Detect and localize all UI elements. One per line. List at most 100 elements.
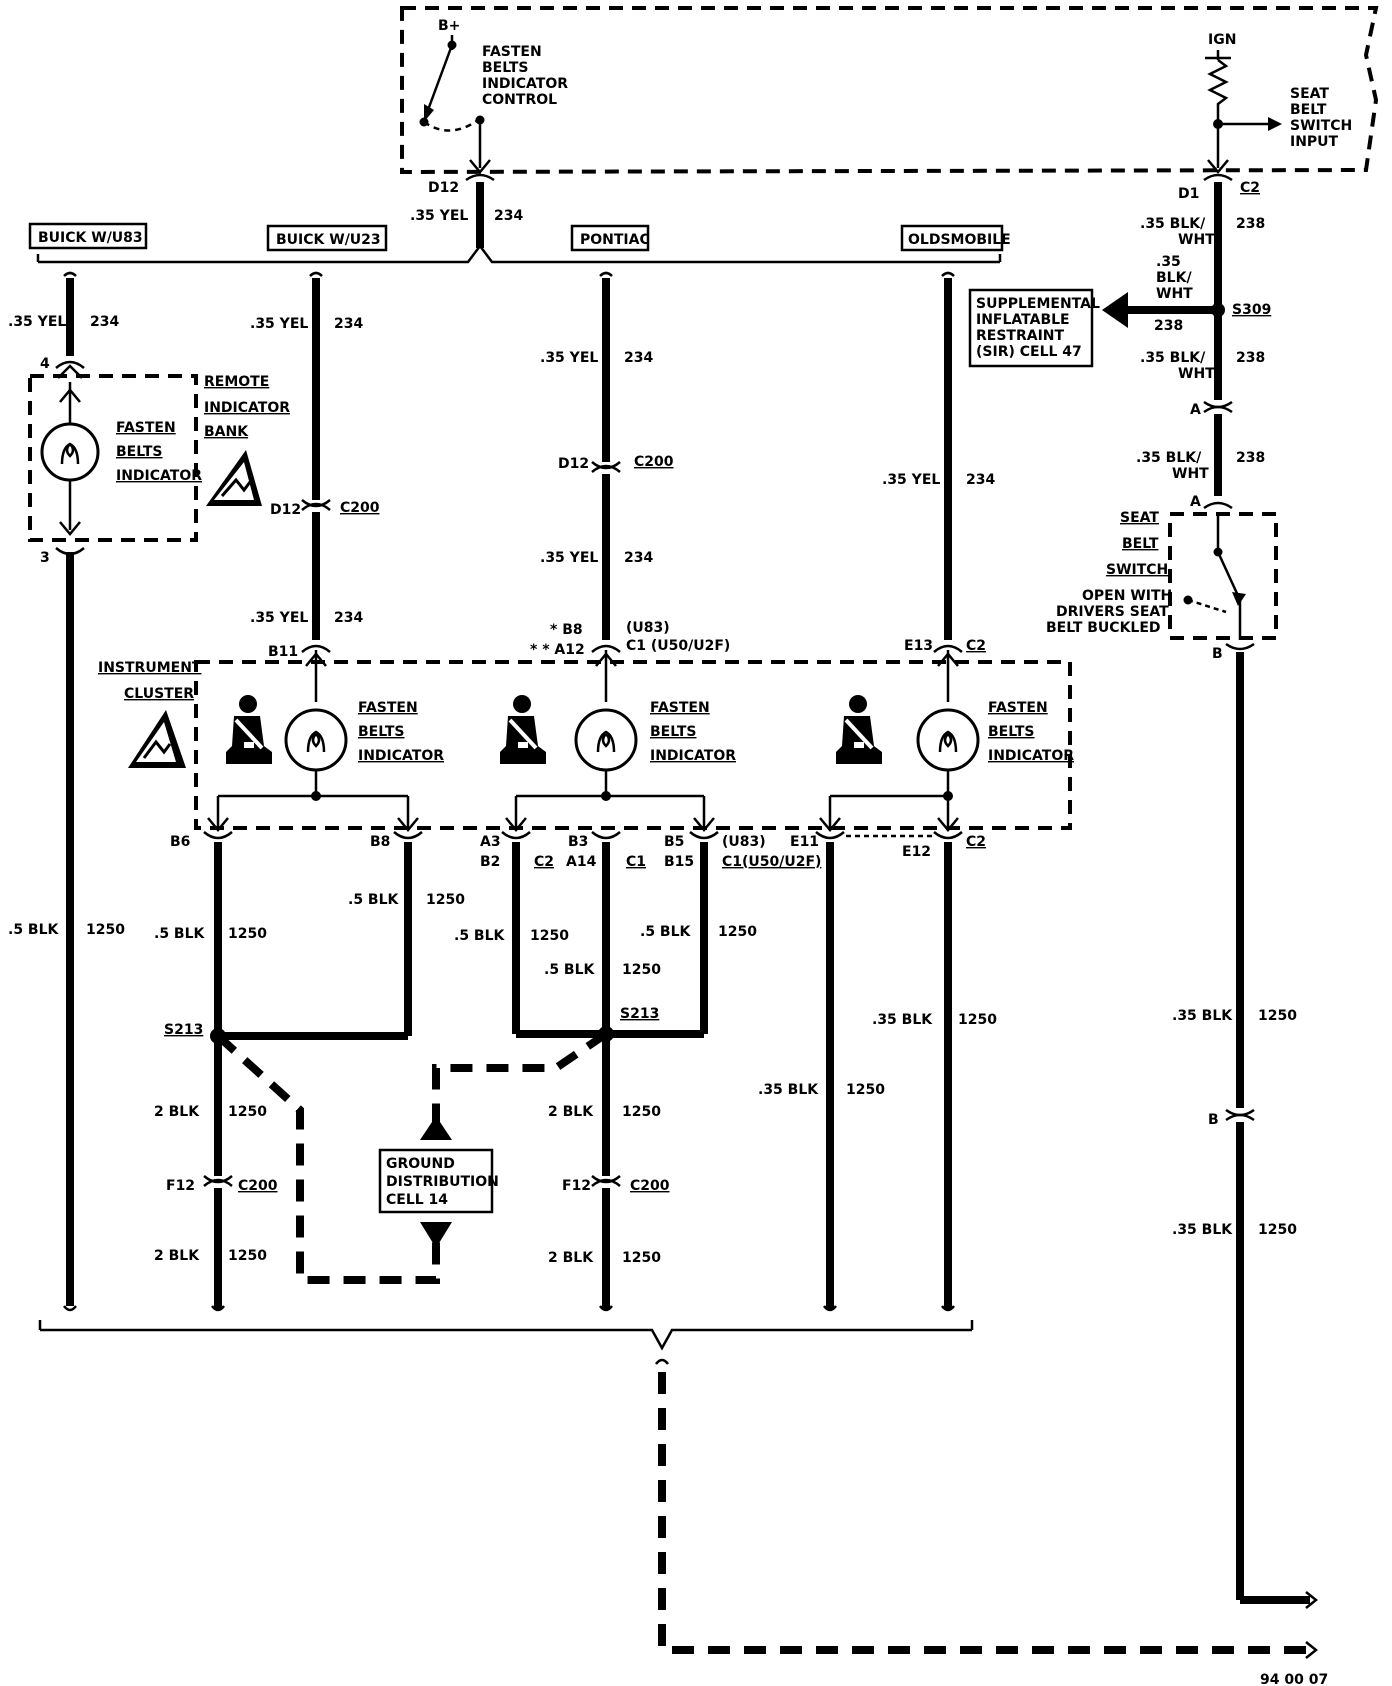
svg-text:1250: 1250: [1258, 1008, 1297, 1024]
svg-text:2 BLK: 2 BLK: [548, 1104, 594, 1120]
svg-text:S213: S213: [164, 1022, 203, 1038]
svg-text:CONTROL: CONTROL: [482, 92, 557, 108]
svg-text:INDICATOR: INDICATOR: [358, 748, 444, 764]
variant-pontiac: PONTIAC: [580, 232, 650, 248]
main-wire-circuit: 234: [494, 208, 523, 224]
svg-text:INDICATOR: INDICATOR: [650, 748, 736, 764]
svg-text:GROUND: GROUND: [386, 1156, 455, 1172]
rc-wire2-circuit: 238: [1236, 350, 1265, 366]
svg-text:BELTS: BELTS: [116, 444, 162, 460]
svg-text:BELTS: BELTS: [482, 60, 528, 76]
pontiac-column: .35 YEL 234 D12 C200 .35 YEL 234 * B8 * …: [530, 271, 730, 658]
top-module: B+ FASTEN BELTS INDICATOR CONTROL IGN SE…: [400, 6, 1379, 175]
cluster-lamp-2: FASTEN BELTS INDICATOR: [500, 650, 736, 832]
svg-text:1250: 1250: [622, 962, 661, 978]
svg-text:BELT: BELT: [1122, 536, 1159, 552]
svg-text:B8: B8: [370, 834, 390, 850]
svg-text:D12: D12: [558, 456, 589, 472]
svg-text:CELL 14: CELL 14: [386, 1192, 448, 1208]
svg-text:INPUT: INPUT: [1290, 134, 1339, 150]
oldsmobile-column: .35 YEL 234 E13 C2: [882, 271, 995, 654]
svg-text:SWITCH: SWITCH: [1290, 118, 1352, 134]
svg-text:.5 BLK: .5 BLK: [8, 922, 60, 938]
variant-oldsmobile: OLDSMOBILE: [908, 232, 1011, 248]
svg-text:BANK: BANK: [204, 424, 249, 440]
rc-conn-b: B: [1212, 646, 1223, 662]
svg-text:234: 234: [624, 550, 653, 566]
rc-splice: S309: [1232, 302, 1271, 318]
svg-text:1250: 1250: [228, 1248, 267, 1264]
svg-text:BELT BUCKLED: BELT BUCKLED: [1046, 620, 1161, 636]
svg-text:BLK/: BLK/: [1156, 270, 1192, 286]
svg-text:1250: 1250: [1258, 1222, 1297, 1238]
svg-text:C200: C200: [630, 1178, 670, 1194]
svg-text:S213: S213: [620, 1006, 659, 1022]
svg-text:2 BLK: 2 BLK: [548, 1250, 594, 1266]
svg-text:INDICATOR: INDICATOR: [482, 76, 568, 92]
svg-text:4: 4: [40, 356, 50, 372]
ign-label: IGN: [1208, 32, 1236, 48]
svg-text:OPEN WITH: OPEN WITH: [1082, 588, 1172, 604]
svg-text:WHT: WHT: [1178, 232, 1215, 248]
svg-text:INDICATOR: INDICATOR: [988, 748, 1074, 764]
rc-wire3-circuit: 238: [1236, 450, 1265, 466]
svg-text:WHT: WHT: [1172, 466, 1209, 482]
svg-text:2 BLK: 2 BLK: [154, 1248, 200, 1264]
svg-text:B: B: [1208, 1112, 1219, 1128]
svg-text:.35 BLK: .35 BLK: [1172, 1008, 1233, 1024]
svg-text:.35 BLK: .35 BLK: [872, 1012, 933, 1028]
svg-text:234: 234: [334, 316, 363, 332]
svg-text:.35 YEL: .35 YEL: [882, 472, 940, 488]
svg-text:F12: F12: [166, 1178, 195, 1194]
svg-text:C1: C1: [626, 854, 646, 870]
seatbelt-icon: [500, 695, 546, 764]
buick-u23-column: .35 YEL 234 D12 C200 .35 YEL 234 B11: [250, 271, 380, 660]
svg-text:BELTS: BELTS: [650, 724, 696, 740]
cluster-lamp-3: FASTEN BELTS INDICATOR: [819, 650, 1074, 832]
seat-belt-switch-label: SEAT BELT SWITCH OPEN WITH DRIVERS SEAT …: [1046, 510, 1172, 636]
svg-text:1250: 1250: [228, 1104, 267, 1120]
svg-text:.35 YEL: .35 YEL: [8, 314, 66, 330]
svg-text:1250: 1250: [958, 1012, 997, 1028]
svg-text:.35 YEL: .35 YEL: [540, 550, 598, 566]
svg-text:C2: C2: [534, 854, 554, 870]
svg-text:INFLATABLE: INFLATABLE: [976, 312, 1070, 328]
svg-text:234: 234: [966, 472, 995, 488]
svg-text:.35 BLK/: .35 BLK/: [1140, 216, 1206, 232]
svg-text:E13: E13: [904, 638, 933, 654]
svg-text:A14: A14: [566, 854, 597, 870]
rc-wire1-circuit: 238: [1236, 216, 1265, 232]
svg-text:1250: 1250: [86, 922, 125, 938]
svg-text:F12: F12: [562, 1178, 591, 1194]
variant-buick-u23: BUICK W/U23: [276, 232, 381, 248]
svg-text:C1(U50/U2F): C1(U50/U2F): [722, 854, 821, 870]
svg-text:C1 (U50/U2F): C1 (U50/U2F): [626, 638, 730, 654]
svg-text:.35: .35: [1156, 254, 1181, 270]
main-wire-gauge: .35 YEL: [410, 208, 468, 224]
svg-text:(U83): (U83): [722, 834, 766, 850]
esd-warning-icon: [206, 450, 262, 506]
svg-text:1250: 1250: [530, 928, 569, 944]
svg-text:BELT: BELT: [1290, 102, 1327, 118]
control-label: FASTEN BELTS INDICATOR CONTROL: [482, 44, 568, 108]
svg-text:C200: C200: [238, 1178, 278, 1194]
svg-text:C200: C200: [340, 500, 380, 516]
svg-text:234: 234: [334, 610, 363, 626]
svg-text:A3: A3: [480, 834, 501, 850]
svg-text:.35 YEL: .35 YEL: [250, 316, 308, 332]
svg-text:CLUSTER: CLUSTER: [124, 686, 194, 702]
svg-text:.5 BLK: .5 BLK: [348, 892, 400, 908]
svg-text:.5 BLK: .5 BLK: [454, 928, 506, 944]
svg-text:234: 234: [90, 314, 119, 330]
svg-text:C2: C2: [966, 638, 986, 654]
rc-conn-a: A: [1190, 402, 1201, 418]
svg-text:1250: 1250: [426, 892, 465, 908]
variant-labels: BUICK W/U83 BUICK W/U23 PONTIAC OLDSMOBI…: [28, 222, 1011, 252]
seatbelt-icon: [226, 695, 272, 764]
top-right-conn: C2: [1240, 180, 1260, 196]
u83-bank-label: REMOTE INDICATOR BANK: [204, 374, 290, 440]
svg-text:.5 BLK: .5 BLK: [640, 924, 692, 940]
rc-branch-circuit: 238: [1154, 318, 1183, 334]
svg-text:.5 BLK: .5 BLK: [154, 926, 206, 942]
svg-text:.35 BLK/: .35 BLK/: [1136, 450, 1202, 466]
